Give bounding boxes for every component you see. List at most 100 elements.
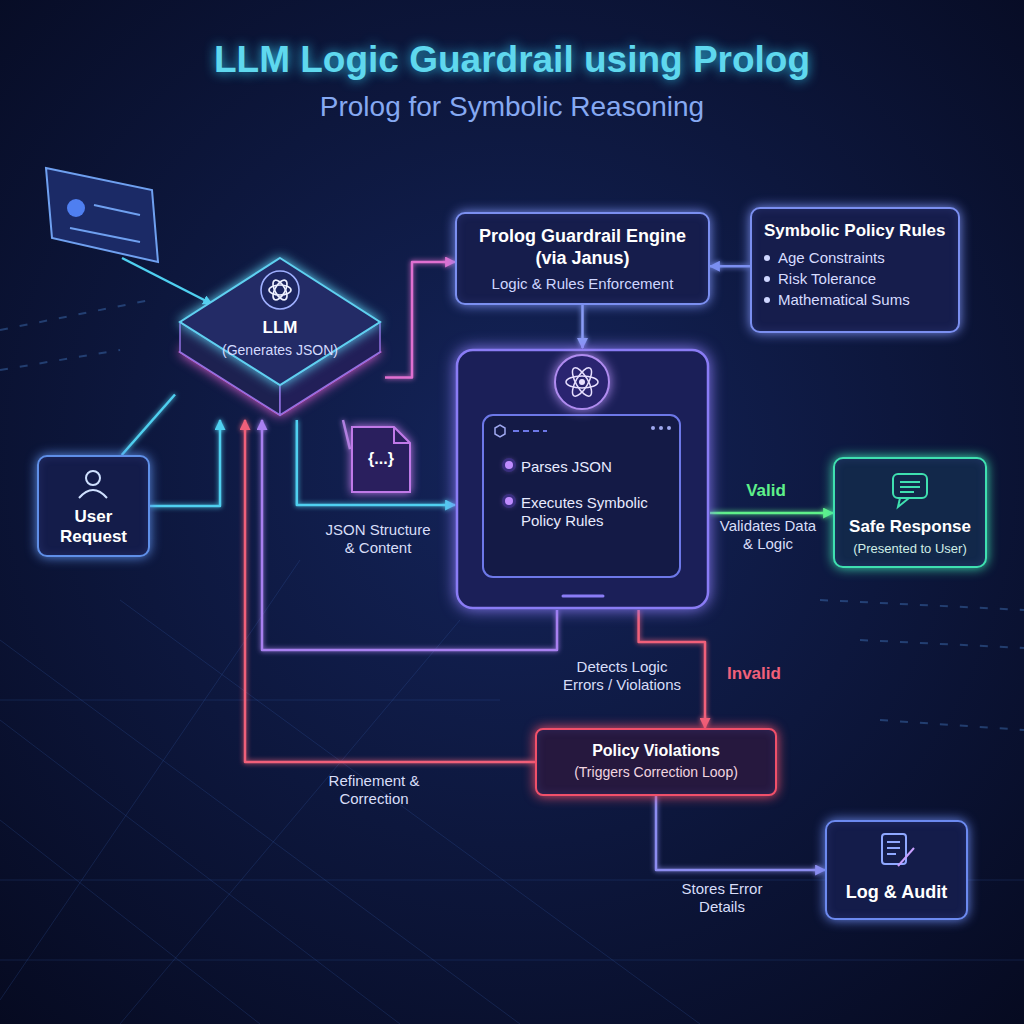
document-line — [70, 228, 140, 242]
bullet-dot — [505, 461, 513, 469]
bullet-dot — [505, 497, 513, 505]
atom-orbit — [566, 376, 598, 388]
file-outline — [352, 427, 410, 492]
document-icon — [46, 168, 158, 262]
chat-line — [900, 486, 920, 488]
window-dot — [659, 426, 663, 430]
chat-bubble — [893, 474, 927, 498]
atom-core — [579, 379, 585, 385]
logo-petal — [269, 285, 291, 295]
diagram-title: LLM Logic Guardrail using Prolog — [0, 38, 1024, 82]
grid-line — [0, 820, 260, 1024]
bullet-row: Parses JSON — [505, 458, 612, 476]
node-title: Safe Response — [849, 517, 971, 537]
window-dot — [667, 426, 671, 430]
bullet-dot — [764, 255, 770, 261]
log-box: Log & Audit — [825, 820, 968, 920]
atom-orbit — [569, 365, 595, 399]
flow-connector — [343, 420, 350, 449]
inner-screen — [483, 415, 680, 577]
edge-label: Invalid — [718, 664, 790, 684]
node-subtitle: (Generates JSON) — [222, 342, 338, 359]
rules-box: Symbolic Policy RulesAge ConstraintsRisk… — [750, 207, 960, 333]
node-title: Prolog Guardrail Engine (via Janus) — [467, 226, 698, 269]
bullet-dot — [764, 297, 770, 303]
flow-connector — [710, 265, 750, 268]
node-subtitle: Logic & Rules Enforcement — [492, 275, 674, 293]
grid-line — [0, 560, 300, 1000]
log-icon — [882, 834, 914, 866]
flow-connector — [710, 512, 833, 515]
flow-connector — [297, 420, 455, 505]
bullet-row: Executes Symbolic Policy Rules — [505, 494, 671, 530]
streak — [0, 300, 150, 330]
bullet-row: Age Constraints — [764, 249, 885, 267]
user-body — [79, 490, 107, 498]
panel-outline — [455, 348, 710, 610]
engine-box: Prolog Guardrail Engine (via Janus) Logic… — [455, 212, 710, 305]
streak — [880, 720, 1024, 730]
atom-orbit — [569, 365, 595, 399]
grid-line — [0, 700, 500, 701]
user-head — [86, 471, 100, 485]
bullet-row: Risk Tolerance — [764, 270, 876, 288]
logo-petal — [270, 278, 290, 302]
flow-connector — [150, 420, 220, 506]
document-dot — [67, 199, 85, 217]
flow-connector — [385, 262, 455, 378]
llm-logo — [261, 271, 299, 309]
streak — [820, 600, 1024, 610]
logo-ring — [261, 271, 299, 309]
bullet-text: Age Constraints — [778, 249, 885, 267]
logo-petal — [270, 278, 290, 302]
panel-frame — [457, 350, 708, 608]
log-pencil — [898, 848, 914, 866]
grid-lines — [0, 560, 1024, 1024]
flow-note: Detects Logic Errors / Violations — [556, 658, 688, 694]
grid-line — [120, 620, 460, 1024]
flow-connector — [581, 305, 584, 348]
log-line — [887, 853, 896, 855]
bullet-text: Executes Symbolic Policy Rules — [521, 494, 671, 530]
grid-line — [0, 720, 400, 1024]
atom-ring — [555, 355, 609, 409]
node-title: Log & Audit — [846, 882, 947, 904]
bullet-text: Mathematical Sums — [778, 291, 910, 309]
log-line — [887, 841, 900, 843]
file-fold — [394, 427, 410, 443]
chat-line — [900, 491, 914, 493]
bullet-row: Mathematical Sums — [764, 291, 910, 309]
grid-line — [0, 960, 1024, 961]
connector-group — [122, 262, 833, 870]
flow-connector — [656, 796, 825, 870]
input-arrow — [122, 258, 212, 304]
user-icon — [79, 471, 107, 498]
chat-line — [900, 481, 920, 483]
slab-top — [180, 258, 380, 385]
violation-box: Policy Violations (Triggers Correction Lo… — [535, 728, 777, 796]
code-line — [513, 430, 547, 432]
node-title: Policy Violations — [592, 741, 720, 760]
window-dot — [651, 426, 655, 430]
node-subtitle: (Triggers Correction Loop) — [574, 764, 738, 781]
document-card — [46, 168, 158, 262]
json-file: {...} — [350, 425, 412, 494]
node-subtitle: (Presented to User) — [853, 541, 966, 557]
flow-connector — [122, 395, 175, 456]
bullet-dot — [764, 276, 770, 282]
log-line — [887, 847, 900, 849]
edge-label: Stores Error Details — [672, 880, 772, 916]
atom-icon — [555, 355, 609, 409]
output-box: Safe Response (Presented to User) — [833, 457, 987, 568]
edge-label: Refinement & Correction — [318, 772, 430, 808]
bullet-text: Parses JSON — [521, 458, 612, 476]
log-page — [882, 834, 906, 864]
panel-stand — [563, 595, 603, 598]
edge-label: JSON Structure & Content — [322, 521, 434, 557]
node-title: Symbolic Policy Rules — [764, 221, 945, 241]
streak — [0, 350, 120, 370]
streak — [860, 640, 1024, 648]
